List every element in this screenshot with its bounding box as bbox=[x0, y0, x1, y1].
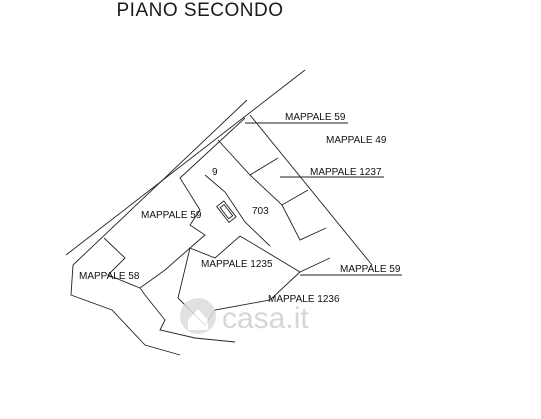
label-number-703: 703 bbox=[252, 206, 269, 217]
label-mappale-59-top: MAPPALE 59 bbox=[285, 112, 346, 123]
inner-divisions-1 bbox=[217, 139, 279, 176]
watermark: casa.it bbox=[180, 298, 309, 335]
label-mappale-1237: MAPPALE 1237 bbox=[310, 167, 382, 178]
label-number-9: 9 bbox=[212, 167, 218, 178]
label-mappale-58: MAPPALE 58 bbox=[79, 271, 140, 282]
lot-58-outline bbox=[70, 264, 181, 356]
label-mappale-59-left: MAPPALE 59 bbox=[141, 210, 202, 221]
watermark-text: casa.it bbox=[222, 302, 309, 335]
street-line-inner bbox=[72, 99, 248, 266]
lot-58-inner bbox=[139, 287, 236, 343]
inner-divisions-2 bbox=[249, 174, 309, 206]
label-mappale-49: MAPPALE 49 bbox=[326, 135, 387, 146]
lot-left-outline bbox=[103, 237, 191, 289]
page-title: PIANO SECONDO bbox=[116, 0, 284, 21]
house-logo-icon bbox=[180, 298, 216, 334]
stair-icon bbox=[216, 200, 237, 223]
label-mappale-59-right: MAPPALE 59 bbox=[340, 264, 401, 275]
building-outline bbox=[179, 117, 331, 273]
label-mappale-1236: MAPPALE 1236 bbox=[268, 294, 340, 305]
label-mappale-1235: MAPPALE 1235 bbox=[201, 259, 273, 270]
street-line-outer bbox=[65, 69, 306, 256]
inner-divisions-3 bbox=[281, 204, 327, 241]
right-boundary bbox=[249, 114, 373, 266]
inner-divisions-4 bbox=[204, 174, 271, 247]
